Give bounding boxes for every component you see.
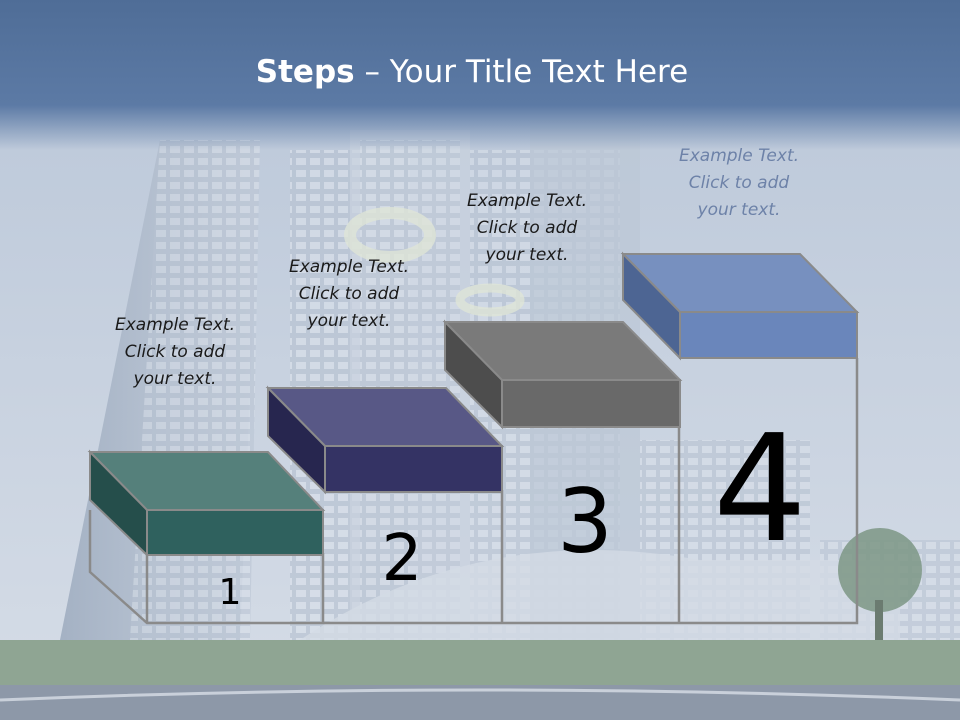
step-2-front bbox=[324, 445, 503, 493]
step-3-caption[interactable]: Example Text. Click to add your text. bbox=[466, 191, 588, 265]
step-3-number: 3 bbox=[557, 470, 613, 573]
step-1-caption[interactable]: Example Text. Click to add your text. bbox=[114, 315, 236, 389]
step-1-number: 1 bbox=[218, 572, 242, 613]
step-1-front bbox=[146, 509, 324, 556]
step-4-caption[interactable]: Example Text. Click to add your text. bbox=[678, 146, 800, 220]
title-bar bbox=[0, 0, 960, 150]
step-3-front bbox=[501, 379, 681, 428]
step-2-number: 2 bbox=[381, 522, 423, 596]
title-rest: – Your Title Text Here bbox=[354, 54, 689, 90]
title-bold: Steps bbox=[255, 54, 355, 90]
step-4-number: 4 bbox=[712, 403, 808, 575]
step-4-front bbox=[679, 311, 858, 359]
step-frames bbox=[88, 358, 859, 625]
step-4-block[interactable] bbox=[620, 251, 860, 361]
step-2-caption[interactable]: Example Text. Click to add your text. bbox=[288, 257, 410, 331]
step-1-block[interactable] bbox=[87, 449, 326, 558]
slide-title[interactable]: Steps – Your Title Text Here bbox=[0, 54, 944, 90]
step-2-block[interactable] bbox=[265, 385, 505, 495]
step-3-block[interactable] bbox=[442, 319, 683, 430]
